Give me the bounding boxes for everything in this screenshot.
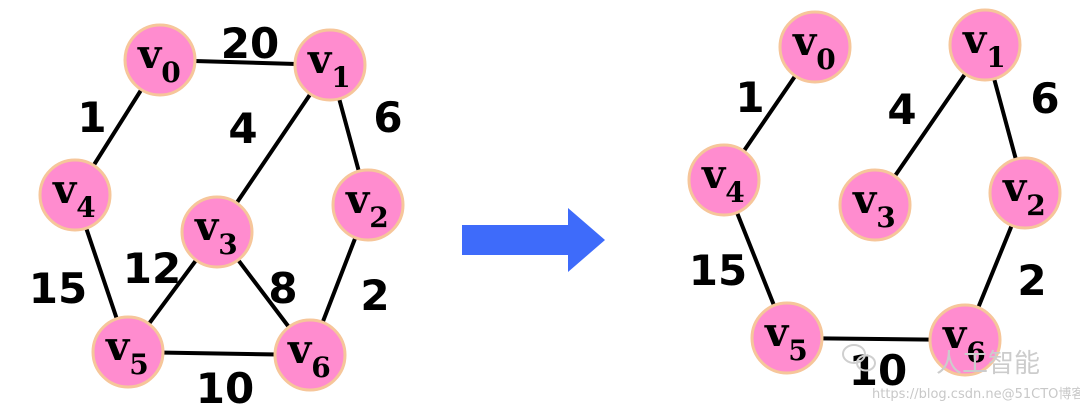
node-label: v4	[701, 151, 745, 209]
node-circle	[91, 315, 165, 389]
node-label: v2	[1002, 164, 1046, 222]
node-v2: v2	[988, 156, 1062, 230]
edge-weight-v1-v3: 4	[887, 85, 916, 134]
wechat-icon	[842, 344, 876, 372]
node-label: v3	[852, 176, 896, 234]
node-v4: v4	[38, 158, 112, 232]
node-v5: v5	[750, 301, 824, 375]
node-circle	[273, 318, 347, 392]
node-circle	[838, 168, 912, 242]
node-label: v2	[345, 176, 389, 234]
node-v1: v1	[293, 28, 367, 102]
node-circle	[948, 8, 1022, 82]
node-v6: v6	[928, 303, 1002, 377]
node-label: v6	[942, 311, 986, 369]
edge-weight-v0-v4: 1	[77, 93, 106, 142]
node-circle	[38, 158, 112, 232]
node-v2: v2	[331, 168, 405, 242]
node-label: v5	[105, 323, 149, 381]
node-circle	[778, 10, 852, 84]
edge-weight-v0-v1: 20	[221, 19, 279, 68]
edge-weight-v5-v6: 10	[196, 364, 254, 410]
edge-weight-v1-v3: 4	[228, 104, 257, 153]
node-label: v0	[792, 18, 836, 76]
node-circle	[928, 303, 1002, 377]
node-v5: v5	[91, 315, 165, 389]
node-v3: v3	[180, 195, 254, 269]
watermark: 人工智能 https://blog.csdn.ne@51CTO博客	[842, 344, 1080, 402]
edge-weight-v4-v5: 15	[689, 246, 747, 295]
edge-weight-v0-v4: 1	[735, 73, 764, 122]
edge-weight-v1-v2: 6	[1030, 74, 1059, 123]
node-circle	[750, 301, 824, 375]
edge-weight-v5-v6: 10	[849, 346, 907, 395]
node-v6: v6	[273, 318, 347, 392]
edge-weight-v1-v2: 6	[373, 93, 402, 142]
edge-weight-v3-v5: 12	[123, 244, 181, 293]
transform-arrow-icon	[462, 208, 605, 272]
node-label: v1	[962, 16, 1006, 74]
edge-weight-v4-v5: 15	[29, 264, 87, 313]
node-circle	[293, 28, 367, 102]
watermark-text: 人工智能	[936, 349, 1040, 379]
edge-weight-v3-v6: 8	[268, 264, 297, 313]
node-v3: v3	[838, 168, 912, 242]
original-graph: 20 1 4 6 15 12 8 2 10 v0 v1 v2 v3 v4 v5 v6	[29, 19, 405, 410]
node-v0: v0	[123, 23, 197, 97]
edge-weight-v2-v6: 2	[360, 271, 389, 320]
node-label: v0	[137, 31, 181, 89]
node-circle	[180, 195, 254, 269]
node-v1: v1	[948, 8, 1022, 82]
node-circle	[988, 156, 1062, 230]
node-circle	[331, 168, 405, 242]
node-v0: v0	[778, 10, 852, 84]
node-label: v6	[287, 326, 331, 384]
node-circle	[123, 23, 197, 97]
spanning-tree-graph: 1 4 6 15 2 10 v0 v1 v2 v3 v4 v5 v6	[687, 8, 1062, 395]
node-label: v5	[764, 309, 808, 367]
node-label: v4	[52, 166, 96, 224]
node-v4: v4	[687, 143, 761, 217]
node-circle	[687, 143, 761, 217]
node-label: v1	[307, 36, 351, 94]
node-label: v3	[194, 203, 238, 261]
watermark-subtext: https://blog.csdn.ne@51CTO博客	[872, 386, 1080, 402]
edge-weight-v2-v6: 2	[1017, 256, 1046, 305]
